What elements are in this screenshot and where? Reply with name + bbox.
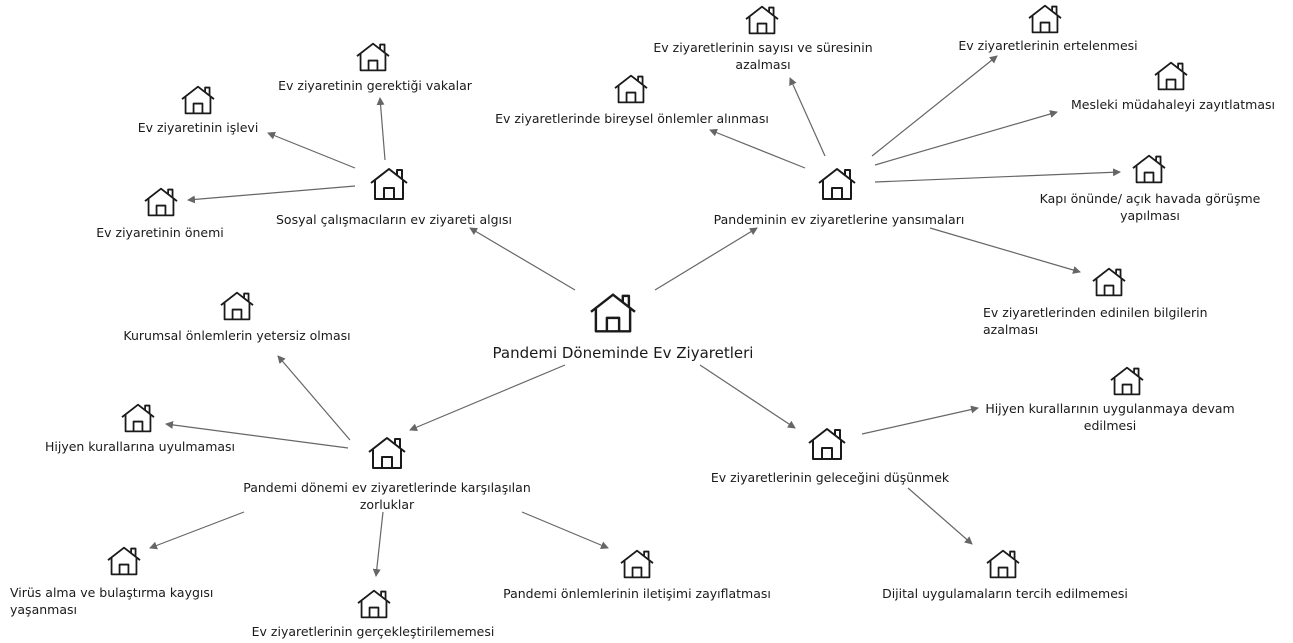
house-icon	[368, 166, 410, 202]
edge-yans-kapi	[874, 168, 1121, 183]
edge-yans-mesleki	[874, 110, 1058, 166]
subtheme-label-islevi: Ev ziyaretinin işlevi	[137, 120, 259, 135]
house-icon	[1131, 153, 1167, 185]
subtheme-label-kapi: Kapı önünde/ açık havada görüşme yapılma…	[1039, 191, 1261, 223]
subtheme-label-hijyen-uy: Hijyen kurallarına uyulmaması	[44, 439, 236, 454]
subtheme-label-hijyen-devam: Hijyen kurallarının uygulanmaya devam ed…	[985, 401, 1235, 433]
subtheme-label-kurumsal: Kurumsal önlemlerin yetersiz olması	[123, 328, 351, 343]
subtheme-label-virus: Virüs alma ve bulaştırma kaygısı yaşanma…	[10, 585, 214, 617]
subtheme-label-gerceklestirilememesi: Ev ziyaretlerinin gerçekleştirilememesi	[251, 624, 495, 639]
edge-algi-islevi	[267, 131, 356, 169]
subtheme-label-onemi: Ev ziyaretinin önemi	[96, 225, 224, 240]
theme-label-zorluklar: Pandemi dönemi ev ziyaretlerinde karşıla…	[243, 480, 531, 512]
edge-central-zorluklar	[409, 364, 566, 431]
edge-gel-hijyen	[861, 405, 979, 435]
edge-gel-dijital	[907, 487, 973, 545]
theme-label-gelecek: Ev ziyaretlerinin geleceğini düşünmek	[710, 470, 950, 485]
house-icon	[1027, 3, 1063, 35]
house-icon	[985, 548, 1021, 580]
edge-zor-iletisim	[521, 511, 609, 549]
house-icon	[1109, 365, 1145, 397]
subtheme-label-ertelenmesi: Ev ziyaretlerinin ertelenmesi	[958, 38, 1138, 53]
edge-algi-onemi	[187, 185, 356, 204]
subtheme-label-sayi: Ev ziyaretlerinin sayısı ve süresinin az…	[653, 40, 873, 72]
edge-yans-ertelenmesi	[871, 55, 998, 157]
edge-zor-hijyen	[165, 420, 349, 449]
edge-central-gelecek	[699, 364, 796, 429]
house-icon	[180, 84, 216, 116]
house-icon	[355, 41, 391, 73]
edge-central-yansimalar	[654, 227, 758, 291]
house-icon	[613, 73, 649, 105]
house-icon	[366, 435, 408, 471]
house-icon	[806, 426, 848, 462]
edge-zor-kurumsal	[277, 355, 351, 441]
edge-zor-virus	[149, 511, 245, 550]
house-icon	[588, 291, 638, 335]
subtheme-label-bireysel: Ev ziyaretlerinde bireysel önlemler alın…	[495, 111, 769, 126]
house-icon	[120, 402, 156, 434]
house-icon	[1153, 60, 1189, 92]
edge-central-algi	[469, 227, 576, 291]
theme-label-algi: Sosyal çalışmacıların ev ziyareti algısı	[276, 212, 512, 227]
house-icon	[106, 545, 142, 577]
edge-yans-sayi	[789, 77, 826, 157]
house-icon	[816, 166, 858, 202]
house-icon	[356, 588, 392, 620]
edge-algi-vakalar	[376, 97, 386, 161]
subtheme-label-iletisim: Pandemi önlemlerinin iletişimi zayıflatm…	[503, 586, 771, 601]
edge-zor-gerceklestirilememesi	[372, 511, 384, 577]
subtheme-label-bilgiler: Ev ziyaretlerinden edinilen bilgilerin a…	[983, 305, 1208, 337]
house-icon	[1091, 266, 1127, 298]
house-icon	[619, 548, 655, 580]
house-icon	[219, 290, 255, 322]
house-icon	[143, 186, 179, 218]
subtheme-label-vakalar: Ev ziyaretinin gerektiği vakalar	[278, 78, 472, 93]
subtheme-label-mesleki: Mesleki müdahaleyi zayıtlatması	[1071, 97, 1275, 112]
house-icon	[744, 4, 780, 36]
theme-label-yansimalar: Pandeminin ev ziyaretlerine yansımaları	[713, 212, 965, 227]
central-node-label: Pandemi Döneminde Ev Ziyaretleri	[492, 344, 754, 362]
subtheme-label-dijital: Dijital uygulamaların tercih edilmemesi	[882, 586, 1128, 601]
edge-yans-bireysel	[709, 128, 806, 169]
edge-yans-bilgiler	[929, 227, 1081, 274]
